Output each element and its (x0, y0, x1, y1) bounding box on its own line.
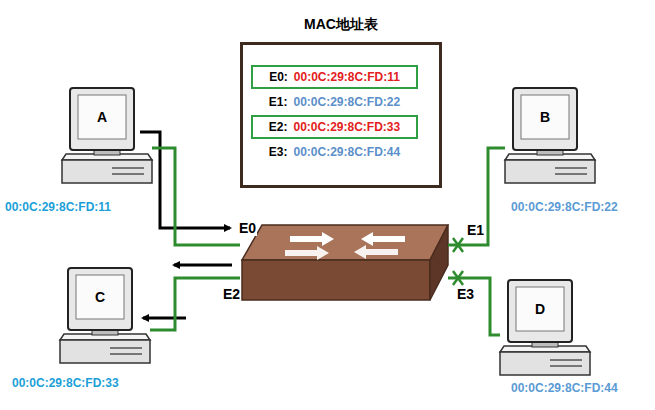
computer: B00:0C:29:8C:FD:22 (505, 88, 590, 185)
port-label: E0 (238, 220, 257, 236)
computer: A00:0C:29:8C:FD:11 (62, 88, 152, 185)
computer: D00:0C:29:8C:FD:44 (500, 280, 590, 370)
network-cable (152, 148, 240, 245)
host-letter: D (516, 287, 564, 331)
table-title: MAC地址表 (243, 16, 439, 34)
table-row: E3: 00:0C:29:8C:FD:44 (251, 141, 418, 163)
mac-address: 00:0C:29:8C:FD:22 (293, 95, 400, 109)
table-row: E2: 00:0C:29:8C:FD:33 (251, 115, 418, 139)
computer: C00:0C:29:8C:FD:33 (60, 268, 150, 365)
host-letter: B (521, 95, 569, 139)
port-label: E3 (456, 286, 475, 302)
port-label: E2 (222, 286, 241, 302)
switch (242, 225, 448, 300)
port-name: E2: (269, 120, 288, 134)
port-label: E1 (466, 222, 485, 238)
mac-address: 00:0C:29:8C:FD:11 (5, 200, 111, 214)
table-row: E1: 00:0C:29:8C:FD:22 (251, 91, 418, 113)
network-cable (448, 148, 505, 245)
host-letter: C (76, 275, 124, 319)
port-name: E1: (269, 95, 288, 109)
table-row: E0: 00:0C:29:8C:FD:11 (251, 65, 418, 89)
switch (240, 225, 448, 300)
network-cable (448, 278, 500, 335)
port-name: E0: (269, 70, 288, 84)
mac-address: 00:0C:29:8C:FD:33 (12, 376, 119, 390)
mac-address: 00:0C:29:8C:FD:33 (293, 120, 400, 134)
port-name: E3: (269, 145, 288, 159)
mac-address: 00:0C:29:8C:FD:44 (511, 381, 618, 395)
mac-table: MAC地址表E0:00:0C:29:8C:FD:11E1:00:0C:29:8C… (240, 42, 442, 188)
mac-address: 00:0C:29:8C:FD:11 (294, 70, 400, 84)
mac-address: 00:0C:29:8C:FD:44 (293, 145, 400, 159)
mac-address: 00:0C:29:8C:FD:22 (511, 200, 618, 214)
host-letter: A (78, 95, 126, 139)
